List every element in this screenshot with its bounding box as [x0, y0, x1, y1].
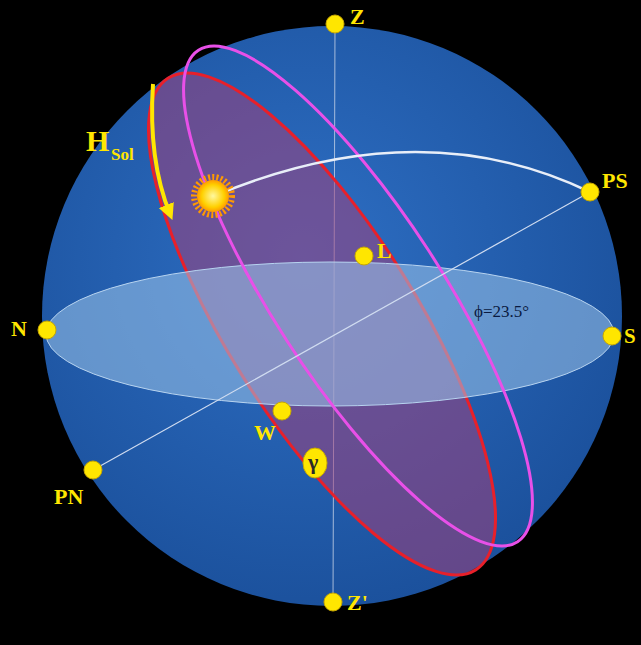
south-point-label: S	[624, 326, 636, 347]
west-point-label: W	[254, 422, 276, 444]
north-point-label: N	[11, 318, 27, 340]
south-pole-label: PS	[602, 170, 628, 192]
hour-angle-label: H	[86, 126, 109, 156]
hour-angle-arrow	[152, 84, 170, 214]
vernal-point-label: γ	[308, 451, 318, 473]
celestial-sphere	[42, 26, 622, 606]
horizon-plane	[46, 262, 614, 406]
east-point-label: L	[377, 240, 392, 262]
nadir-label: Z'	[347, 592, 368, 614]
hour-angle-subscript: Sol	[111, 146, 134, 163]
polar-axis	[93, 192, 590, 470]
latitude-label: ϕ=23.5°	[474, 303, 529, 320]
sun-diurnal-circle	[128, 5, 588, 588]
hour-circle	[214, 152, 590, 196]
sun-symbol	[194, 177, 232, 215]
zenith-label: Z	[350, 6, 365, 28]
reference-points	[38, 15, 621, 611]
north-pole-label: PN	[54, 486, 83, 508]
